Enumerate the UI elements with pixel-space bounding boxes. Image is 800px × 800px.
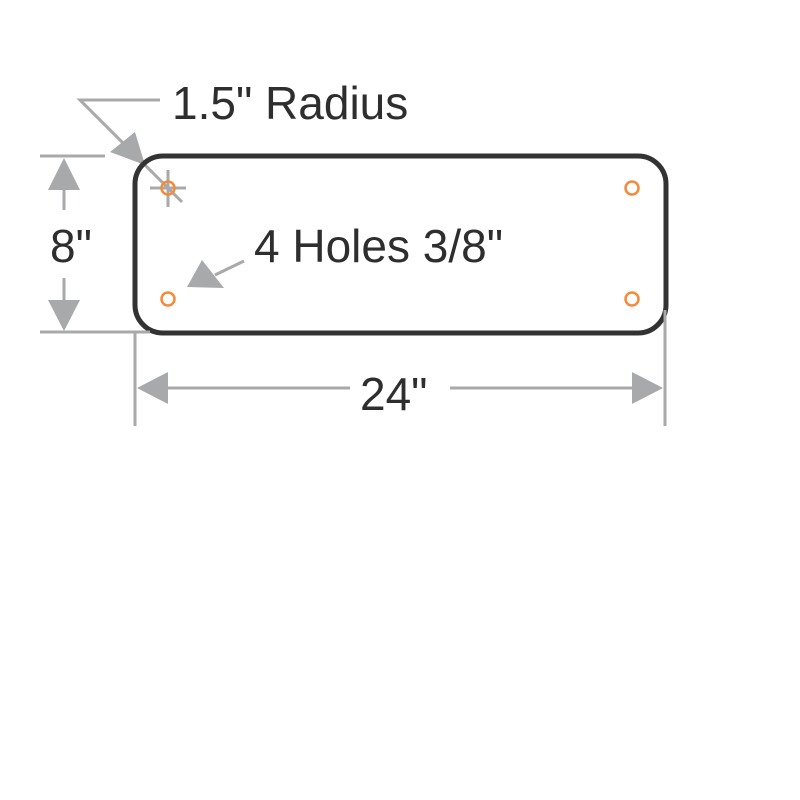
radius-arrow-icon	[110, 132, 145, 165]
hole-top-right	[624, 180, 640, 196]
hole-top-left	[160, 180, 176, 196]
holes-leader-line	[214, 259, 245, 277]
height-arrow-down-icon	[48, 300, 80, 331]
sign-outline	[132, 153, 669, 336]
height-arrow-up-icon	[48, 158, 80, 190]
height-label: 8"	[50, 220, 92, 272]
holes-arrow-icon	[187, 260, 224, 288]
mounting-holes	[160, 180, 640, 307]
width-arrow-right-icon	[632, 372, 663, 404]
width-label: 24"	[360, 368, 428, 420]
width-dimension	[133, 310, 667, 426]
radius-label: 1.5" Radius	[172, 77, 408, 129]
hole-bottom-right	[624, 291, 640, 307]
holes-label: 4 Holes 3/8"	[254, 220, 503, 272]
width-arrow-left-icon	[137, 372, 168, 404]
height-dimension	[40, 154, 150, 334]
hole-bottom-left	[160, 291, 176, 307]
